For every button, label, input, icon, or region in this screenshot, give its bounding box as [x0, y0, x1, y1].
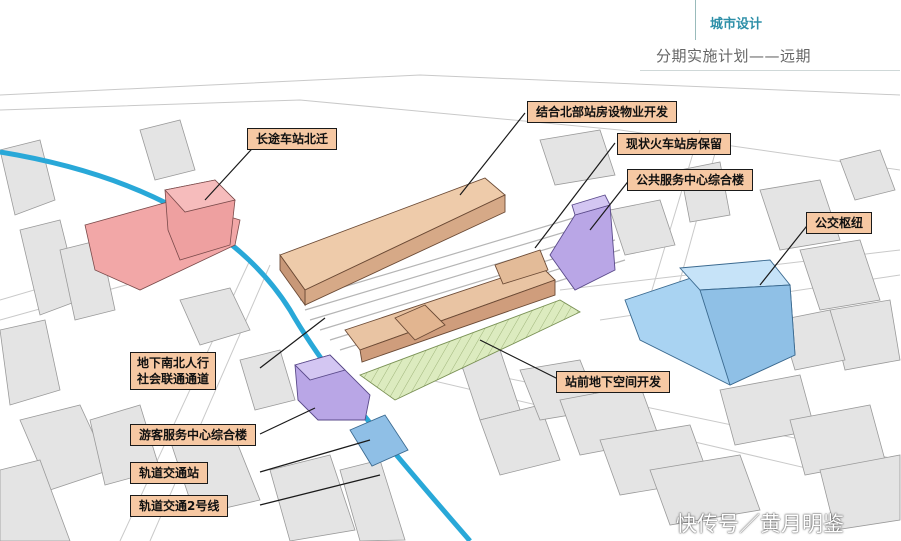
public-service-building	[549, 194, 616, 291]
station-building	[279, 177, 506, 307]
label-underpass: 地下南北人行 社会联通通道	[130, 352, 217, 390]
label-visitor-center: 游客服务中心综合楼	[130, 424, 257, 446]
underground-plaza	[359, 299, 581, 401]
label-north-station-development: 结合北部站房设物业开发	[527, 101, 678, 123]
page-title: 城市设计	[710, 17, 763, 32]
label-underground-development: 站前地下空间开发	[556, 371, 671, 393]
page-subtitle: 分期实施计划——远期	[656, 47, 812, 65]
label-metro-line: 轨道交通2号线	[130, 495, 229, 517]
existing-station-row	[344, 249, 556, 363]
label-bus-station-relocation: 长途车站北迁	[247, 128, 338, 150]
label-metro-station: 轨道交通站	[130, 462, 209, 484]
bus-hub-buildings	[624, 259, 796, 386]
label-bus-hub: 公交枢纽	[806, 212, 873, 234]
metro-line-curve	[0, 149, 472, 541]
label-underpass-line1: 地下南北人行	[137, 356, 210, 370]
watermark-text: 快传号／黄月明鉴	[676, 512, 844, 536]
metro-station-box	[349, 414, 409, 467]
bus-station-block	[84, 179, 241, 291]
header-divider-horizontal	[640, 70, 900, 71]
context-buildings	[0, 119, 901, 541]
label-underpass-line2: 社会联通通道	[137, 372, 210, 386]
leader-lines	[204, 112, 811, 506]
label-public-service-center: 公共服务中心综合楼	[627, 169, 754, 191]
header-divider-vertical	[695, 0, 696, 40]
label-keep-existing-station: 现状火车站房保留	[617, 133, 732, 155]
visitor-center-building	[294, 354, 371, 421]
